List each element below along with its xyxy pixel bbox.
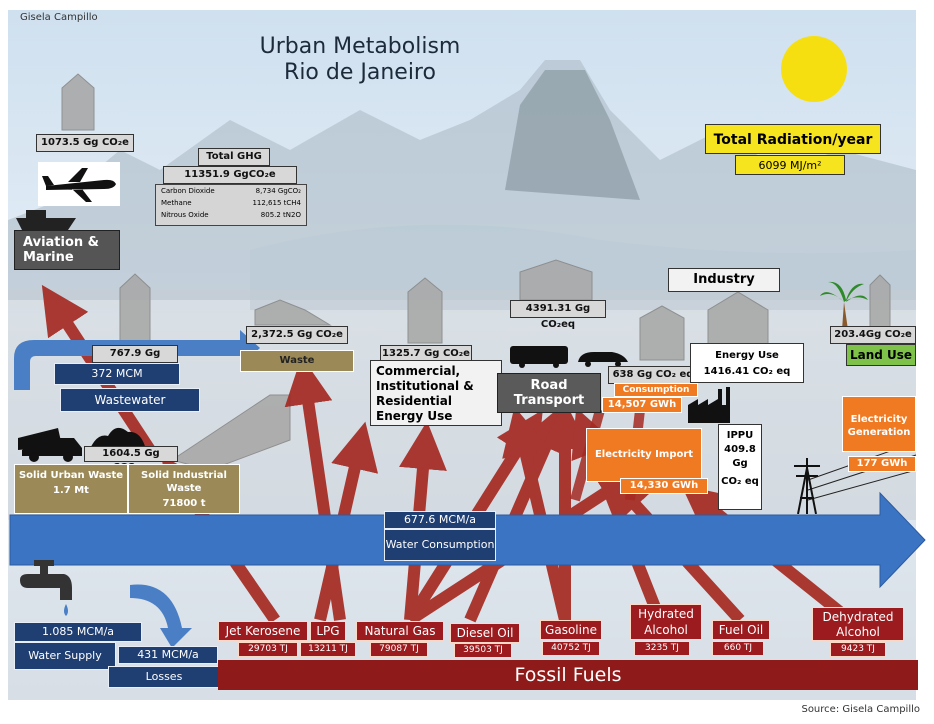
fossil-fuels-bar: Fossil Fuels xyxy=(218,660,918,690)
electricity-generation-label: Electricity Generation xyxy=(842,396,916,452)
solid-industrial-waste-box: Solid Industrial Waste 71800 t xyxy=(128,464,240,514)
fuel-value: 79087 TJ xyxy=(370,642,428,657)
electricity-import-label: Electricity Import xyxy=(586,428,702,482)
fuel-name: Gasoline xyxy=(540,620,602,640)
ippu-unit-gg: Gg xyxy=(732,458,748,469)
fuel-name: Natural Gas xyxy=(356,621,444,641)
fuel-name: LPG xyxy=(310,621,346,641)
electricity-import-value: 14,330 GWh xyxy=(620,478,708,494)
radiation-label: Total Radiation/year xyxy=(705,124,881,154)
factory-icon xyxy=(688,385,734,423)
road-transport-label: Road Transport xyxy=(497,373,601,413)
consumption-emission: 638 Gg CO₂ eq xyxy=(608,366,698,384)
solid-urban-waste-value: 1.7 Mt xyxy=(53,485,89,496)
faucet-icon xyxy=(14,560,74,618)
losses-label: Losses xyxy=(108,666,220,688)
radiation-value: 6099 MJ/m² xyxy=(735,155,845,175)
ghg-gas-amount: 8,734 GgCO₂ xyxy=(255,187,301,195)
fuel-value: 9423 TJ xyxy=(830,642,886,657)
pylon-icon xyxy=(790,458,824,515)
ippu-unit-co2: CO₂ eq xyxy=(721,476,759,487)
ghg-gas-amount: 805.2 tN2O xyxy=(260,211,301,219)
vehicles-icon xyxy=(508,344,630,368)
solid-industrial-waste-value: 71800 t xyxy=(162,498,206,509)
energy-use-value: 1416.41 CO₂ eq xyxy=(703,366,791,377)
consumption-value: 14,507 GWh xyxy=(602,397,682,413)
energy-use-box: Energy Use 1416.41 CO₂ eq xyxy=(690,343,804,383)
ippu-value: 409.8 xyxy=(724,444,756,455)
fuel-value: 39503 TJ xyxy=(454,643,512,658)
title-line-2: Rio de Janeiro xyxy=(284,60,436,85)
electricity-generation-value: 177 GWh xyxy=(848,456,916,472)
water-supply-label: Water Supply xyxy=(14,642,116,670)
industry-label: Industry xyxy=(668,268,780,292)
fuel-value: 660 TJ xyxy=(712,641,764,656)
ghg-row: Carbon Dioxide 8,734 GgCO₂ xyxy=(156,185,306,197)
sun-icon xyxy=(781,36,847,102)
fuel-value: 29703 TJ xyxy=(238,642,298,657)
fuel-name: Dehydrated Alcohol xyxy=(812,607,904,641)
ghg-gas-name: Carbon Dioxide xyxy=(161,187,215,195)
ghg-gas-name: Methane xyxy=(161,199,192,207)
fuel-name: Fuel Oil xyxy=(712,620,770,640)
road-emission: 4391.31 Gg CO₂eq xyxy=(510,300,606,330)
land-use-label: Land Use xyxy=(846,344,916,366)
fuel-name: Jet Kerosene xyxy=(218,621,308,641)
title-line-1: Urban Metabolism xyxy=(259,34,461,59)
ippu-box: IPPU 409.8 Gg CO₂ eq xyxy=(718,424,762,510)
total-ghg-label: Total GHG xyxy=(198,148,270,166)
solid-urban-waste-box: Solid Urban Waste 1.7 Mt xyxy=(14,464,128,514)
land-use-emission: 203.4Gg CO₂e xyxy=(830,326,916,344)
fuel-name: Hydrated Alcohol xyxy=(630,604,702,640)
ippu-label: IPPU xyxy=(726,430,754,441)
ship-icon xyxy=(16,206,76,230)
consumption-label: Consumption xyxy=(614,383,698,397)
wastewater-label: Wastewater xyxy=(60,388,200,412)
solid-waste-emission: 1604.5 Gg CO2eq xyxy=(84,446,178,473)
ghg-gas-name: Nitrous Oxide xyxy=(161,211,209,219)
fuel-name: Diesel Oil xyxy=(450,623,520,643)
energy-use-label: Energy Use xyxy=(715,350,779,361)
losses-value: 431 MCM/a xyxy=(118,646,218,664)
solid-industrial-waste-label: Solid Industrial Waste xyxy=(141,470,227,494)
airplane-icon xyxy=(42,168,116,202)
wastewater-volume: 372 MCM xyxy=(54,363,180,385)
fuel-value: 13211 TJ xyxy=(300,642,356,657)
ghg-row: Nitrous Oxide 805.2 tN2O xyxy=(156,209,306,221)
aviation-marine-label: Aviation & Marine xyxy=(14,230,120,270)
truck-icon xyxy=(510,346,568,368)
fuel-value: 40752 TJ xyxy=(542,641,600,656)
total-ghg-value: 11351.9 GgCO₂e xyxy=(163,166,297,184)
waste-label: Waste xyxy=(240,350,354,372)
water-consumption-value: 677.6 MCM/a xyxy=(384,511,496,529)
airplane-panel xyxy=(38,162,120,206)
truck-icon xyxy=(18,420,82,462)
waste-emission: 2,372.5 Gg CO₂e xyxy=(246,326,348,344)
car-icon xyxy=(578,352,628,367)
wastewater-emission: 767.9 Gg Co2eq xyxy=(92,345,178,375)
ghg-row: Methane 112,615 tCH4 xyxy=(156,197,306,209)
water-consumption-label: Water Consumption xyxy=(384,529,496,561)
source-label: Source: Gisela Campillo xyxy=(801,704,920,715)
author-label: Gisela Campillo xyxy=(20,12,98,23)
fuel-value: 3235 TJ xyxy=(634,641,690,656)
palm-icon xyxy=(818,278,870,330)
solid-urban-waste-label: Solid Urban Waste xyxy=(18,470,124,481)
commercial-label: Commercial, Institutional & Residential … xyxy=(370,360,502,426)
water-supply-value: 1.085 MCM/a xyxy=(14,622,142,642)
ghg-breakdown-table: Carbon Dioxide 8,734 GgCO₂ Methane 112,615… xyxy=(155,184,307,226)
aviation-emission: 1073.5 Gg CO₂e xyxy=(36,134,134,152)
ghg-gas-amount: 112,615 tCH4 xyxy=(252,199,301,207)
